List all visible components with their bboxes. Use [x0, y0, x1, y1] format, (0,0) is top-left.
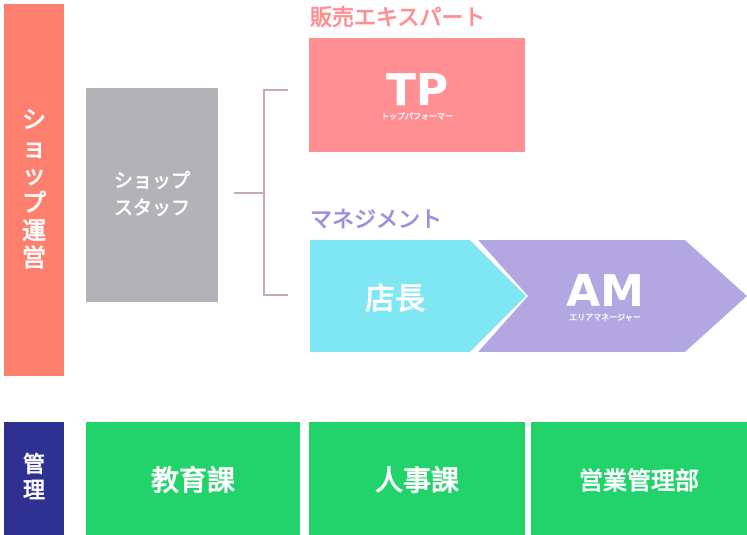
tp-sublabel: トップパフォーマー	[381, 111, 453, 121]
department-label: 教育課	[150, 463, 235, 497]
tp-label: TP	[385, 64, 449, 116]
store-manager-label-wrap: 店長	[320, 240, 470, 352]
department-box: 人事課	[309, 422, 525, 535]
department-box: 教育課	[86, 422, 300, 535]
shop-operations-char: シ	[22, 106, 46, 135]
management-track-heading: マネジメント	[310, 208, 443, 233]
department-box: 営業管理部	[531, 422, 747, 535]
shop-operations-bar: シ ョ ッ プ 運 営	[4, 4, 64, 376]
am-label-wrap: AM エリアマネージャー	[520, 240, 690, 352]
store-manager-label: 店長	[365, 282, 425, 317]
shop-staff-box: ショップ スタッフ	[86, 88, 218, 302]
management-bar: 管 理	[4, 422, 64, 535]
management-char: 理	[22, 478, 45, 504]
shop-staff-line1: ショップ	[113, 170, 190, 193]
shop-operations-char: ッ	[22, 161, 46, 190]
department-label: 人事課	[374, 463, 459, 497]
shop-operations-char: 運	[22, 216, 46, 245]
sales-expert-heading: 販売エキスパート	[310, 6, 486, 31]
am-sublabel: エリアマネージャー	[569, 312, 641, 322]
am-arrow-shape	[478, 240, 747, 352]
management-char: 管	[22, 453, 45, 479]
department-label: 営業管理部	[579, 467, 699, 495]
shop-staff-line2: スタッフ	[113, 197, 190, 219]
tp-box: TP トップパフォーマー	[309, 38, 525, 152]
am-label: AM	[566, 265, 644, 317]
shop-operations-char: 営	[22, 244, 46, 273]
store-manager-arrow-shape	[310, 240, 526, 352]
shop-operations-char: ョ	[22, 133, 46, 162]
branch-bracket	[234, 89, 288, 296]
shop-operations-char: プ	[22, 189, 46, 217]
